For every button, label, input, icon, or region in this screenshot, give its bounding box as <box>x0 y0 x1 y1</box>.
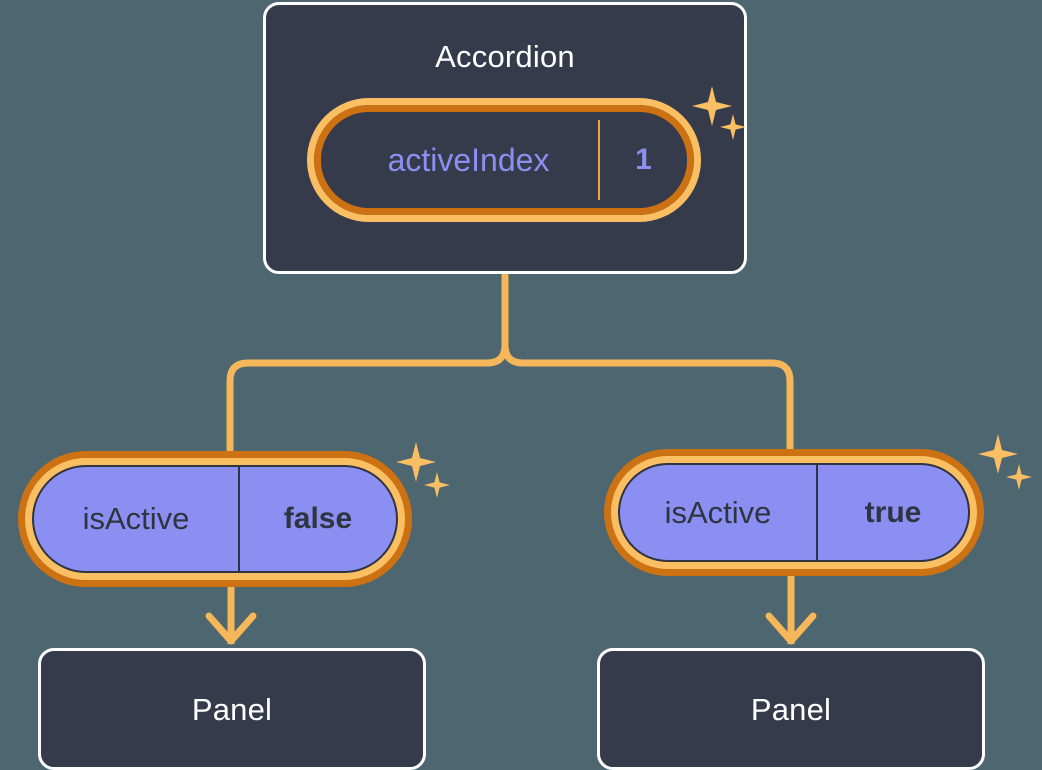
sparkle-group-right <box>978 434 1038 506</box>
panel-title-left: Panel <box>191 692 273 727</box>
sparkle-icon <box>978 434 1018 474</box>
state-value-is-active-right: true <box>864 495 922 529</box>
state-pill-body: isActive false <box>32 465 398 573</box>
state-pill-is-active-right[interactable]: isActive true <box>604 449 984 576</box>
state-value-is-active-left: false <box>283 502 353 535</box>
arrowhead-right-icon <box>765 612 817 645</box>
state-pill-divider <box>598 120 600 200</box>
state-key-is-active-left: isActive <box>82 501 190 536</box>
state-pill-inner: activeIndex 1 <box>321 112 687 208</box>
state-value-active-index: 1 <box>635 143 652 176</box>
state-pill-divider <box>816 465 818 560</box>
state-pill-divider <box>238 467 240 571</box>
state-key-is-active-right: isActive <box>664 494 772 530</box>
state-pill-active-index[interactable]: activeIndex 1 <box>307 98 701 222</box>
state-pill-body: isActive true <box>618 463 970 562</box>
panel-component-card-right[interactable]: Panel <box>597 648 985 770</box>
arrowhead-left-icon <box>205 612 257 645</box>
state-pill-ring: isActive false <box>25 458 405 580</box>
state-pill-ring: isActive true <box>611 456 977 569</box>
sparkle-icon <box>1006 464 1032 490</box>
wire-accordion-to-left <box>226 272 509 456</box>
wire-accordion-to-right <box>501 272 794 455</box>
panel-title-right: Panel <box>750 692 832 727</box>
panel-component-card-left[interactable]: Panel <box>38 648 426 770</box>
sparkle-icon <box>396 442 436 482</box>
state-pill-is-active-left[interactable]: isActive false <box>18 451 412 587</box>
sparkle-icon <box>424 472 450 498</box>
state-key-active-index: activeIndex <box>387 141 550 178</box>
accordion-title: Accordion <box>435 39 575 74</box>
